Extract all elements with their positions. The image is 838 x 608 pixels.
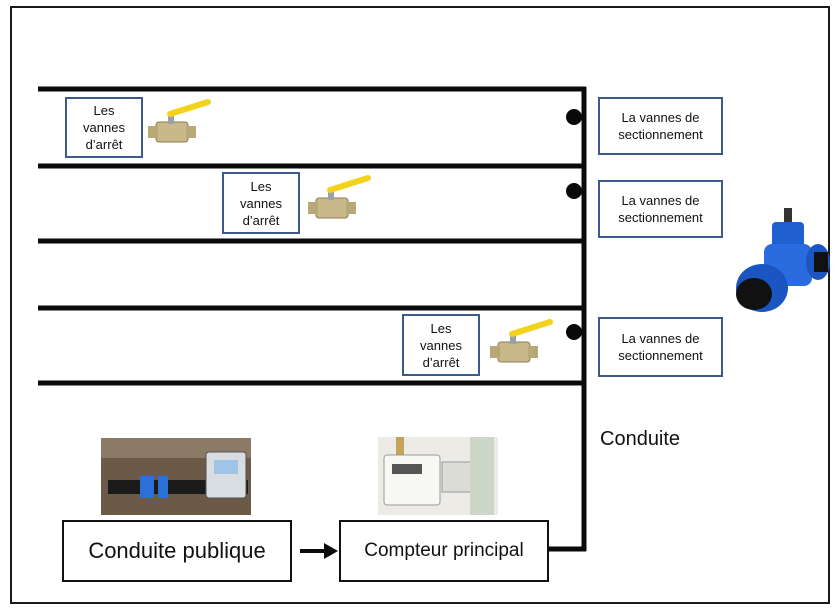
diagram-frame [10,6,830,604]
junction-dot-1 [566,109,582,125]
sectioning-valve-label-2: La vannes de sectionnement [598,180,723,238]
ball-valve-icon [308,175,371,219]
label-line: La vannes de [621,110,700,125]
junction-dot-3 [566,324,582,340]
label-line: Les [93,103,115,118]
shutoff-valve-label-2: Les vannes d’arrêt [222,172,300,234]
label-line: Les [430,320,452,336]
public-pipe-photo [101,438,251,515]
label-line: sectionnement [618,348,703,363]
label-line: d’arrêt [242,212,280,228]
conduit-label: Conduite [600,428,681,450]
label-line: d’arrêt [422,354,460,370]
sectioning-valve-label-3: La vannes de sectionnement [598,317,723,377]
water-meter-photo [378,437,498,515]
main-meter-box: Compteur principal [339,520,549,582]
label-line: La vannes de [621,193,700,208]
label-line: vannes [420,337,462,353]
ball-valve-icon [490,319,553,363]
junction-dot-2 [566,183,582,199]
label-line: vannes [83,120,125,135]
shutoff-valve-label-1: Les vannes d’arrêt [65,97,143,158]
gate-valve-icon [736,208,830,312]
label-line: Les [250,178,272,194]
label-line: sectionnement [618,210,703,225]
label-line: La vannes de [621,331,700,346]
public-pipe-box: Conduite publique [62,520,292,582]
label-line: vannes [240,195,282,211]
flow-arrow-head [324,543,338,559]
ball-valve-icon [148,99,211,143]
label-line: sectionnement [618,127,703,142]
shutoff-valve-label-3: Les vannes d’arrêt [402,314,480,376]
sectioning-valve-label-1: La vannes de sectionnement [598,97,723,155]
label-line: d’arrêt [85,137,123,152]
